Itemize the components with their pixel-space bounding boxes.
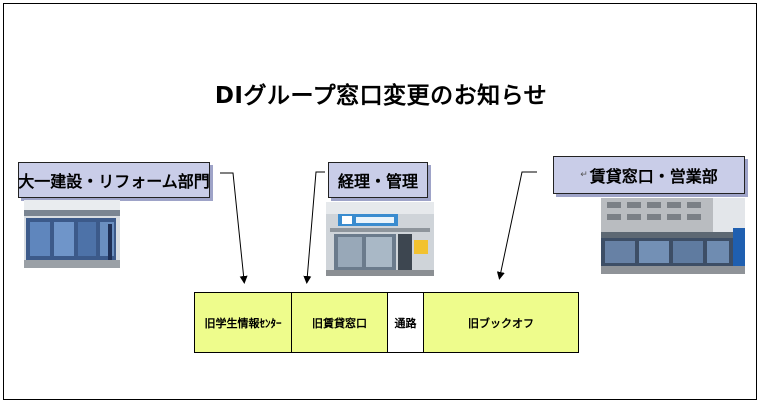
cell-former-bookoff: 旧ブックオフ xyxy=(423,292,579,353)
arrow-accounting xyxy=(303,171,325,284)
label-rental-text: 賃貸窓口・営業部 xyxy=(589,167,718,186)
label-accounting: 経理・管理 xyxy=(328,162,428,198)
cell-passage: 通路 xyxy=(387,292,424,353)
cell-former-student-info-center: 旧学生情報ｾﾝﾀｰ xyxy=(194,292,292,353)
cell-former-rental-counter: 旧賃貸窓口 xyxy=(291,292,388,353)
label-rental-sales: ↵ 賃貸窓口・営業部 xyxy=(553,156,745,194)
arrow-reform xyxy=(220,172,248,284)
slide-frame xyxy=(3,3,757,400)
label-reform-department: 大一建設・リフォーム部門 xyxy=(18,162,210,198)
arrow-rental xyxy=(496,171,537,280)
photo-accounting-office xyxy=(326,202,434,276)
label-reform-text: 大一建設・リフォーム部門 xyxy=(18,172,210,191)
photo-reform-office xyxy=(24,200,120,268)
floor-layout-strip: 旧学生情報ｾﾝﾀｰ 旧賃貸窓口 通路 旧ブックオフ xyxy=(194,292,579,353)
return-mark: ↵ xyxy=(580,170,588,180)
page-title: DIグループ窓口変更のお知らせ xyxy=(214,83,548,109)
photo-rental-office xyxy=(601,198,745,274)
label-accounting-text: 経理・管理 xyxy=(337,172,418,191)
